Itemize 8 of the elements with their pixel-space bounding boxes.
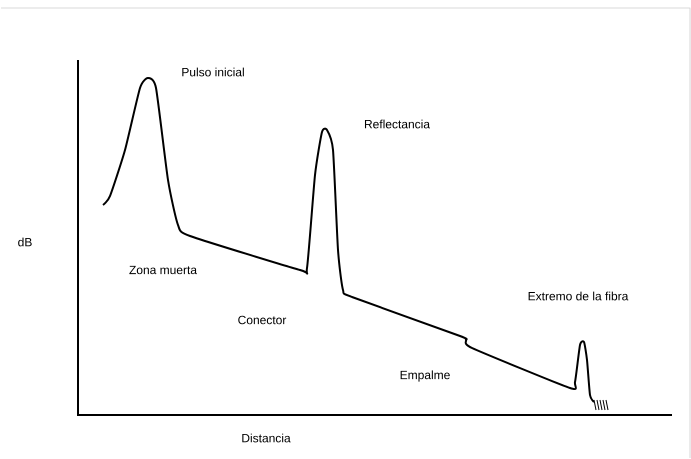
label: Reflectancia <box>364 120 430 128</box>
label: Zona muerta <box>129 266 197 274</box>
label: Conector <box>238 316 286 324</box>
label: Extremo de la fibra <box>528 292 628 300</box>
label: Pulso inicial <box>182 68 244 76</box>
label: dB <box>18 238 32 246</box>
label: Empalme <box>400 370 450 382</box>
label: Distancia <box>242 434 291 442</box>
